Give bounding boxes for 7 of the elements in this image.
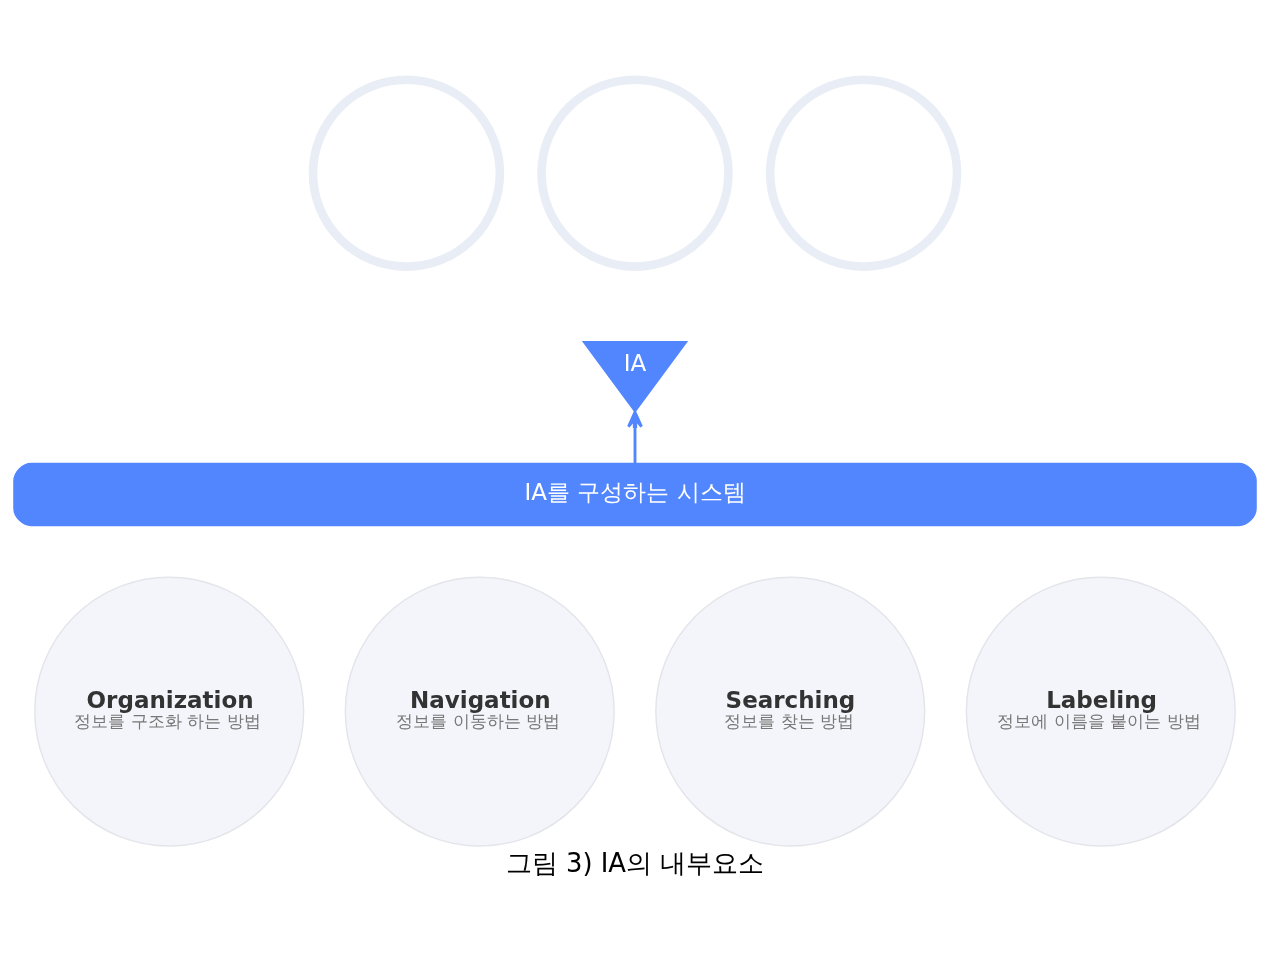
- node-circle: Searching 정보를 찾는 방법: [655, 576, 926, 847]
- node-circle: Labeling 정보에 이름을 붙이는 방법: [965, 576, 1236, 847]
- node-circle: Navigation 정보를 이동하는 방법: [344, 576, 615, 847]
- arrow: [627, 410, 643, 464]
- node-box: IA를 구성하는 시스템: [13, 462, 1257, 527]
- caption: 그림 3) IA의 내부요소: [505, 848, 765, 879]
- node-circle: Organization 정보를 구조화 하는 방법: [34, 576, 305, 847]
